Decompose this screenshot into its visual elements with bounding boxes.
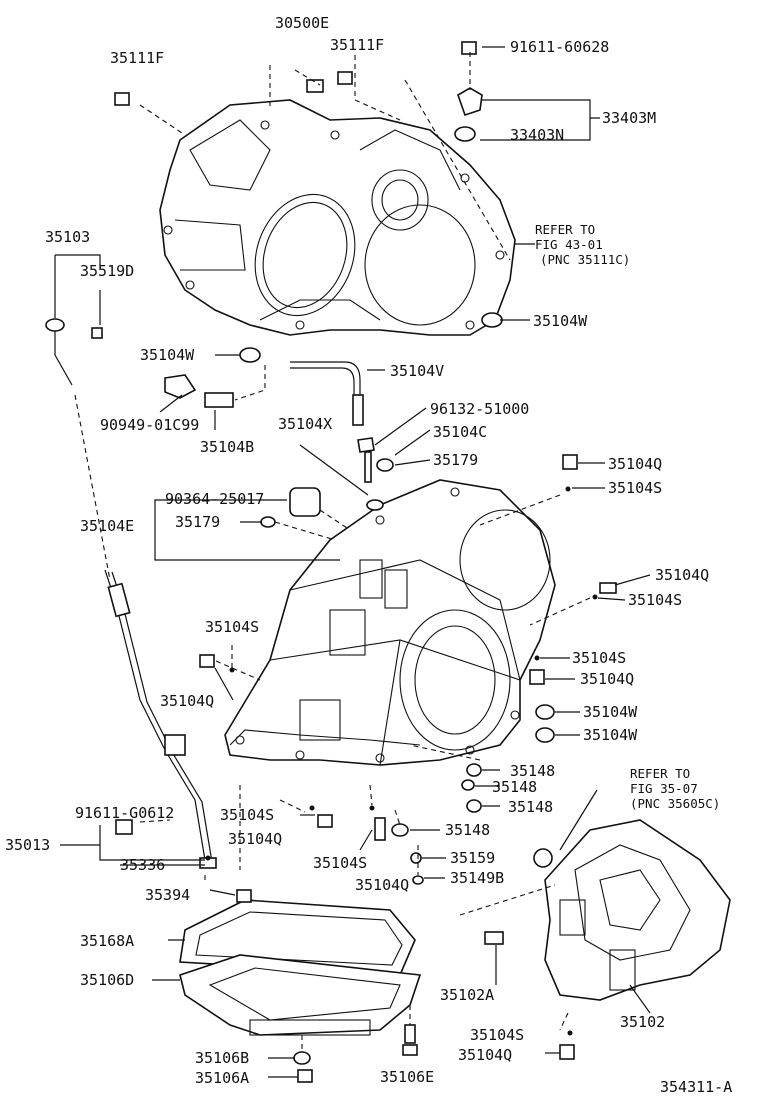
label-35104S-e: 35104S [220, 806, 274, 824]
label-35149B: 35149B [450, 869, 504, 887]
label-35104S-d: 35104S [572, 649, 626, 667]
cross-reference-notes: REFER TO FIG 43-01 (PNC 35111C) REFER TO… [535, 222, 720, 811]
label-33403M: 33403M [602, 109, 656, 127]
label-35336: 35336 [120, 856, 165, 874]
transaxle-housing [159, 99, 516, 336]
label-90949-01C99: 90949-01C99 [100, 416, 199, 434]
label-33403N: 33403N [510, 126, 564, 144]
label-35111F-a: 35111F [330, 36, 384, 54]
oil-pan [179, 899, 422, 1036]
dipstick-and-tube [45, 318, 217, 869]
label-35104Q-b: 35104Q [655, 566, 709, 584]
label-35104Q-f: 35104Q [355, 876, 409, 894]
label-35106D: 35106D [80, 971, 134, 989]
label-35104Q-c: 35104Q [580, 670, 634, 688]
refer-note-2-line2: FIG 35-07 [630, 781, 698, 796]
refer-note-2-line3: (PNC 35605C) [630, 796, 720, 811]
label-35104W-c: 35104W [583, 703, 638, 721]
label-35104S-a: 35104S [608, 479, 662, 497]
label-35104S-g: 35104S [470, 1026, 524, 1044]
label-35111F-b: 35111F [110, 49, 164, 67]
label-35106E: 35106E [380, 1068, 434, 1086]
label-35104Q-e: 35104Q [228, 830, 282, 848]
label-35104W-d: 35104W [583, 726, 638, 744]
label-35013: 35013 [5, 836, 50, 854]
label-35168A: 35168A [80, 932, 134, 950]
label-35104Q-d: 35104Q [160, 692, 214, 710]
label-91611-60628: 91611-60628 [510, 38, 609, 56]
label-35102: 35102 [620, 1013, 665, 1031]
label-35104V: 35104V [390, 362, 444, 380]
label-35148-a: 35148 [510, 762, 555, 780]
label-35104C: 35104C [433, 423, 487, 441]
refer-note-2-line1: REFER TO [630, 766, 690, 781]
label-35179-b: 35179 [175, 513, 220, 531]
label-35148-d: 35148 [445, 821, 490, 839]
label-35179-a: 35179 [433, 451, 478, 469]
label-35104S-b: 35104S [628, 591, 682, 609]
label-35104X: 35104X [278, 415, 332, 433]
label-35519D: 35519D [80, 262, 134, 280]
label-90364-25017: 90364-25017 [165, 490, 264, 508]
refer-note-1-line1: REFER TO [535, 222, 595, 237]
label-96132-51000: 96132-51000 [430, 400, 529, 418]
label-35103: 35103 [45, 228, 90, 246]
extension-housing [544, 819, 731, 1001]
label-35104Q-a: 35104Q [608, 455, 662, 473]
label-35104W-b: 35104W [140, 346, 195, 364]
label-35148-b: 35148 [492, 778, 537, 796]
label-35106B: 35106B [195, 1049, 249, 1067]
label-91611-G0612: 91611-G0612 [75, 804, 174, 822]
label-35104E: 35104E [80, 517, 134, 535]
label-35106A: 35106A [195, 1069, 249, 1087]
illustration-reference: 354311-A [660, 1078, 732, 1096]
refer-note-1-line3: (PNC 35111C) [540, 252, 630, 267]
label-35104W-a: 35104W [533, 312, 588, 330]
refer-note-1-line2: FIG 43-01 [535, 237, 603, 252]
part-labels: 30500E 35111F 35111F 91611-60628 33403M … [5, 14, 732, 1096]
label-35159: 35159 [450, 849, 495, 867]
label-35104S-f: 35104S [313, 854, 367, 872]
label-35104Q-g: 35104Q [458, 1046, 512, 1064]
transaxle-case [224, 479, 556, 766]
label-35102A: 35102A [440, 986, 494, 1004]
label-35394: 35394 [145, 886, 190, 904]
label-30500E: 30500E [275, 14, 329, 32]
label-35104S-c: 35104S [205, 618, 259, 636]
fasteners [91, 41, 617, 1083]
label-35148-c: 35148 [508, 798, 553, 816]
leader-lines [54, 46, 651, 1078]
label-35104B: 35104B [200, 438, 254, 456]
